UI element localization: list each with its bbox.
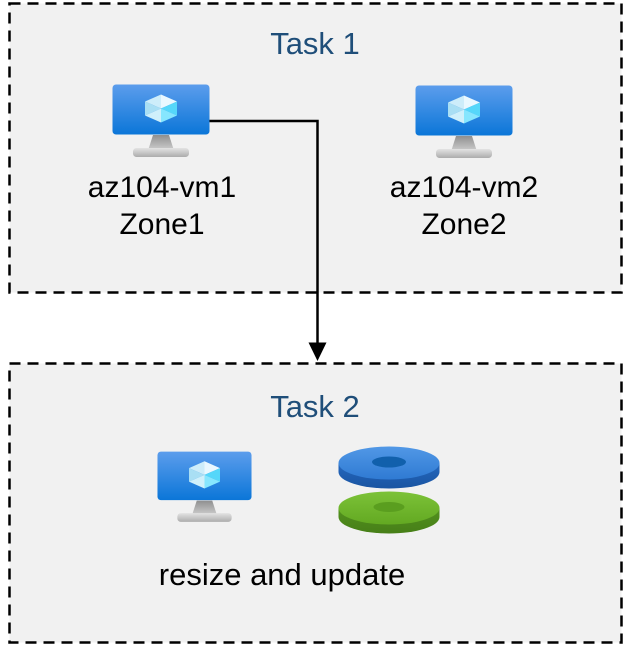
- task2-vm-icon: [157, 451, 252, 522]
- vm1-name: az104-vm1: [87, 171, 237, 204]
- task2-disks-icon: [338, 446, 440, 534]
- vm2-name: az104-vm2: [389, 171, 539, 204]
- task1-box: [8, 2, 623, 294]
- connector-arrow: [209, 119, 327, 361]
- vm1-label: az104-vm1 Zone1: [52, 169, 272, 243]
- task2-box: [8, 362, 623, 644]
- vm2-zone: Zone2: [421, 208, 507, 241]
- task2-title: Task 2: [270, 389, 360, 424]
- vm2-icon: [415, 85, 513, 158]
- task2-caption: resize and update: [158, 557, 406, 592]
- green-disk: [338, 491, 440, 534]
- blue-disk: [338, 446, 440, 489]
- vm1-zone: Zone1: [119, 208, 205, 241]
- vm2-label: az104-vm2 Zone2: [354, 169, 574, 243]
- vm1-icon: [112, 84, 210, 157]
- task1-title: Task 1: [270, 26, 360, 61]
